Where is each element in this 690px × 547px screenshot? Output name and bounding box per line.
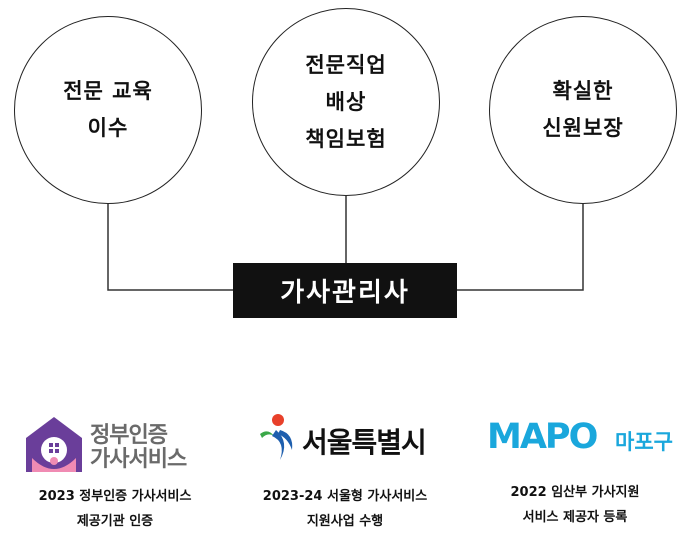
center-label-box: 가사관리사 — [233, 263, 457, 318]
circle-education-line2: 이수 — [87, 116, 129, 140]
center-label: 가사관리사 — [280, 278, 410, 308]
gov-logo-line2: 가사서비스 — [90, 447, 187, 472]
caption-gov-line1: 2023 정부인증 가사서비스 — [38, 489, 192, 504]
circle-identity-line2: 신원보장 — [542, 116, 624, 140]
circle-insurance: 전문직업 배상 책임보험 — [252, 8, 440, 196]
mapo-logo-text: 마포구 — [615, 430, 673, 454]
mapo-logo-word: MAPO — [487, 417, 598, 457]
circle-education-line1: 전문 교육 — [63, 79, 153, 103]
gov-logo-text: 정부인증 가사서비스 — [90, 423, 187, 472]
caption-seoul: 2023-24 서울형 가사서비스 지원사업 수행 — [230, 484, 460, 534]
caption-gov: 2023 정부인증 가사서비스 제공기관 인증 — [0, 484, 230, 534]
circle-insurance-line1: 전문직업 — [305, 52, 387, 77]
circle-insurance-line3: 책임보험 — [305, 126, 387, 151]
seoul-emblem-icon — [260, 414, 293, 460]
caption-gov-line2: 제공기관 인증 — [76, 514, 154, 529]
circle-identity-line1: 확실한 — [552, 79, 614, 103]
caption-mapo-line2: 서비스 제공자 등록 — [522, 510, 628, 525]
gov-logo-line1: 정부인증 — [90, 423, 168, 448]
gov-certified-house-icon — [26, 417, 82, 472]
caption-seoul-line2: 지원사업 수행 — [306, 514, 384, 529]
caption-seoul-line1: 2023-24 서울형 가사서비스 — [262, 489, 428, 504]
circle-identity: 확실한 신원보장 — [489, 16, 677, 204]
circle-insurance-line2: 배상 — [325, 89, 367, 114]
caption-mapo-line1: 2022 임산부 가사지원 — [510, 485, 640, 500]
seoul-logo-text: 서울특별시 — [302, 426, 427, 459]
caption-mapo: 2022 임산부 가사지원 서비스 제공자 등록 — [460, 480, 690, 530]
circle-education: 전문 교육 이수 — [14, 16, 202, 204]
